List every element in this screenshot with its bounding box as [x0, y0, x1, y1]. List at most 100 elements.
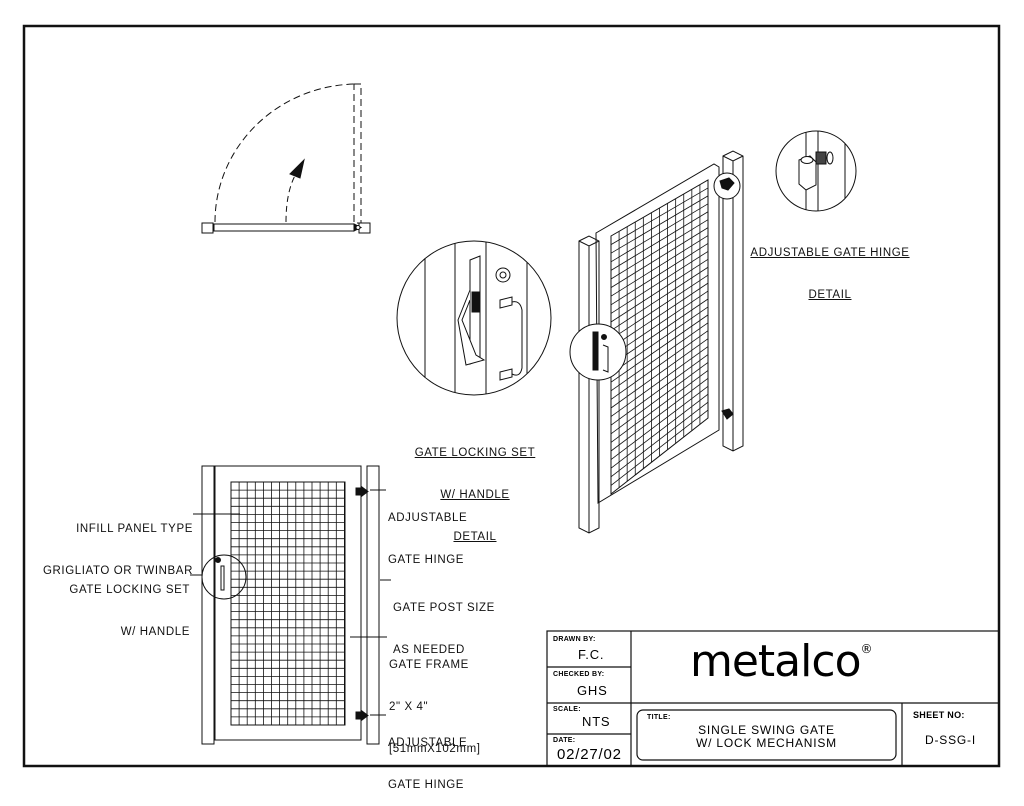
iso-grid-bar: [610, 401, 709, 478]
callout-hinge-top-line2: GATE HINGE: [388, 554, 465, 566]
plan-hinge-icon: [353, 223, 363, 232]
callout-frame-line2: 2" X 4": [389, 701, 429, 713]
plan-post-left: [201, 222, 214, 234]
iso-grid-bar: [610, 227, 709, 288]
sheet-no-value: D-SSG-I: [925, 733, 976, 747]
callout-infill-line2: GRIGLIATO OR TWINBAR: [42, 565, 193, 577]
elev-gate-frame: [214, 465, 362, 741]
iso-grid-bar: [610, 290, 709, 357]
locking-caption-line1: GATE LOCKING SET: [414, 447, 536, 459]
elev-lock-cylinder-icon: [215, 557, 221, 563]
iso-grid-bar: [610, 235, 709, 297]
iso-grid-bar: [610, 393, 709, 469]
iso-grid-bar: [610, 251, 709, 314]
iso-lock-cylinder-icon: [601, 334, 607, 340]
iso-grid-bar: [610, 306, 709, 374]
locking-caption-line2: W/ HANDLE: [440, 489, 510, 501]
callout-hinge-bottom-line2: GATE HINGE: [388, 779, 465, 791]
iso-grid-bar: [610, 378, 709, 452]
metalco-logo: metalco®: [690, 636, 872, 687]
logo-wordmark: metalco: [690, 636, 861, 687]
swing-arrow-icon: [289, 158, 305, 179]
iso-lock-body-icon: [592, 331, 599, 371]
sheet-border: [22, 24, 1001, 768]
hinge-detail: [775, 130, 857, 212]
checked-by-label: CHECKED BY:: [553, 671, 605, 678]
checked-by-value: GHS: [577, 683, 608, 698]
callout-infill-line1: INFILL PANEL TYPE: [76, 523, 193, 535]
gate-isometric-view: [569, 150, 744, 534]
callout-frame-line1: GATE FRAME: [389, 659, 469, 671]
scale-label: SCALE:: [553, 706, 581, 713]
hinge-caption-line2: DETAIL: [808, 289, 852, 301]
callout-gate-frame: GATE FRAME 2" X 4" [51mmX102mm]: [389, 630, 481, 770]
scale-value: NTS: [582, 714, 611, 729]
elev-infill-grid: [231, 482, 345, 725]
lock-cylinder-icon: [495, 267, 511, 283]
elev-post-right: [366, 465, 380, 745]
title-line1: SINGLE SWING GATE: [698, 723, 835, 737]
callout-locking-set: GATE LOCKING SET W/ HANDLE: [69, 555, 190, 653]
iso-grid-bar: [610, 258, 709, 323]
iso-grid-bar: [610, 195, 709, 254]
callout-post-size: GATE POST SIZE AS NEEDED: [393, 573, 495, 671]
sheet-no-label: SHEET NO:: [913, 710, 965, 720]
lock-handle-icon: [499, 296, 523, 381]
iso-grid-bar: [610, 282, 709, 349]
iso-grid-bar: [610, 298, 709, 366]
iso-handle-icon: [602, 344, 609, 373]
iso-grid-bar: [610, 243, 709, 306]
elev-handle-icon: [220, 565, 225, 591]
iso-grid-bar: [610, 330, 709, 400]
plan-swing-arc: [214, 83, 357, 223]
iso-post-left: [578, 235, 600, 534]
registered-mark: ®: [860, 642, 872, 656]
callout-locking-line1: GATE LOCKING SET: [69, 584, 190, 596]
lock-detail-circle: [396, 240, 552, 396]
iso-grid-bar: [610, 346, 709, 417]
iso-grid-bar: [610, 354, 709, 426]
hinge-caption-line1: ADJUSTABLE GATE HINGE: [750, 247, 910, 259]
drawn-by-label: DRAWN BY:: [553, 636, 596, 643]
title-line2: W/ LOCK MECHANISM: [696, 736, 837, 750]
iso-grid-bar: [610, 274, 709, 340]
hinge-detail-circle: [775, 130, 857, 212]
date-label: DATE:: [553, 737, 576, 744]
iso-hinge-top-icon: [719, 177, 735, 191]
drawn-by-value: F.C.: [578, 647, 605, 662]
hinge-body-icon: [798, 155, 817, 191]
iso-grid-bar: [610, 187, 709, 245]
lock-latch-icon: [471, 291, 480, 313]
callout-frame-line3: [51mmX102mm]: [389, 743, 481, 755]
iso-grid-bar: [610, 322, 709, 392]
elev-lock-circle: [201, 554, 247, 600]
elev-hinge-top-icon: [355, 486, 369, 497]
gate-elevation: [190, 465, 391, 745]
callout-post-line1: GATE POST SIZE: [393, 602, 495, 614]
date-value: 02/27/02: [557, 746, 622, 763]
iso-grid-bar: [610, 370, 709, 443]
callout-locking-line2: W/ HANDLE: [120, 626, 190, 638]
iso-infill-grid: [610, 184, 709, 488]
iso-grid-bar: [610, 211, 709, 271]
iso-grid-bar: [610, 266, 709, 331]
title-label: TITLE:: [647, 714, 671, 721]
iso-grid-bar: [610, 409, 709, 486]
iso-grid-bar: [610, 203, 709, 263]
locking-caption-line3: DETAIL: [453, 531, 497, 543]
hinge-detail-caption: ADJUSTABLE GATE HINGE DETAIL: [740, 218, 920, 316]
lock-strike-plate-icon: [457, 289, 486, 366]
iso-grid-bar: [610, 219, 709, 280]
hinge-bolt-icon: [815, 151, 827, 165]
iso-grid-bar: [610, 362, 709, 435]
callout-post-line2: AS NEEDED: [393, 644, 465, 656]
iso-grid-bar: [610, 314, 709, 383]
callout-hinge-top-line1: ADJUSTABLE: [388, 512, 468, 524]
locking-set-detail: [396, 240, 552, 396]
locking-detail-caption: GATE LOCKING SET W/ HANDLE DETAIL: [400, 418, 550, 558]
callout-hinge-top: ADJUSTABLE GATE HINGE: [388, 483, 467, 581]
callout-hinge-bottom-line1: ADJUSTABLE: [388, 737, 468, 749]
title-block: [546, 630, 1000, 767]
plan-open-gate-ghost: [353, 83, 362, 224]
